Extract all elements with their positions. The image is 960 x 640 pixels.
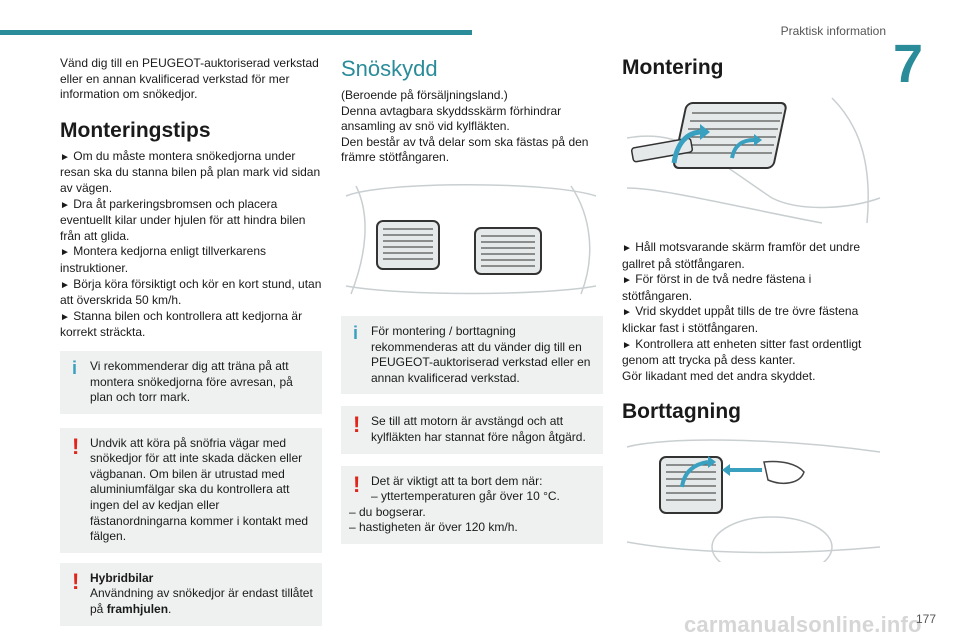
arrow-icon: ► (622, 275, 632, 287)
section-title: Praktisk information (780, 24, 886, 38)
list-item: ► Kontrollera att enheten sitter fast or… (622, 336, 862, 368)
header-accent-bar (0, 30, 472, 35)
paragraph: Den består av två delar som ska fästas p… (341, 134, 589, 165)
warning-icon: ! (72, 568, 80, 594)
warning-box: ! Se till att motorn är avstängd och att… (341, 406, 603, 454)
steps-list: ► Håll motsvarande skärm framför det und… (622, 240, 884, 384)
watermark: carmanualsonline.info (684, 612, 922, 637)
list-item: ► Börja köra försiktigt och kör en kort … (60, 276, 322, 308)
arrow-icon: ► (622, 243, 632, 254)
list-item: ► Vrid skyddet uppåt tills de tre övre f… (622, 304, 859, 335)
page-number: 177 (915, 612, 936, 626)
info-box: i För montering / borttagning rekommende… (341, 315, 603, 395)
list-item: – hastigheten är över 120 km/h. (349, 520, 518, 535)
warning-icon: ! (353, 471, 361, 497)
info-icon: i (72, 357, 78, 378)
arrow-icon: ► (60, 199, 70, 211)
arrow-icon: ► (60, 279, 70, 291)
warning-icon: ! (353, 412, 361, 438)
arrow-icon: ► (622, 339, 632, 351)
list-item: ► Om du måste montera snökedjorna under … (60, 148, 321, 195)
list-item: ► Montera kedjorna enligt tillverkarens … (60, 244, 267, 275)
list-item: – du bogserar. (349, 504, 426, 519)
paragraph: Denna avtagbara skyddsskärm förhindrar a… (341, 103, 562, 134)
column-right: Montering ► Håll motsvarande skärm framf… (622, 56, 884, 579)
mounting-tips-heading: Monteringstips (60, 118, 211, 142)
snow-guard-heading: Snöskydd (341, 56, 438, 81)
chapter-number: 7 (893, 34, 924, 94)
column-middle: Snöskydd (Beroende på försäljningsland.)… (341, 56, 603, 544)
list-item: ► För först in de två nedre fästena i st… (622, 272, 812, 303)
mounting-illustration (622, 88, 884, 228)
tips-list: ► Om du måste montera snökedjorna under … (60, 149, 322, 341)
list-item: ► Stanna bilen och kontrollera att kedjo… (60, 308, 303, 340)
arrow-icon: ► (60, 311, 70, 323)
info-box: i Vi rekommenderar dig att träna på att … (60, 350, 322, 414)
arrow-icon: ► (622, 307, 632, 319)
hybrid-warning-box: ! Hybridbilar Användning av snökedjor är… (60, 562, 322, 626)
removal-heading: Borttagning (622, 400, 741, 424)
list-item: – yttertemperaturen går över 10 °C. (371, 489, 560, 504)
removal-illustration (622, 432, 884, 579)
info-icon: i (353, 322, 359, 343)
paragraph: (Beroende på försäljningsland.) (341, 88, 508, 102)
arrow-icon: ► (60, 247, 70, 259)
list-item: ► Håll motsvarande skärm framför det und… (622, 240, 861, 271)
column-left: Vänd dig till en PEUGEOT-auktoriserad ve… (60, 56, 322, 626)
mounting-heading: Montering (622, 56, 724, 79)
list-item: ► Dra åt parkeringsbromsen och placera e… (60, 196, 306, 243)
arrow-icon: ► (60, 151, 70, 163)
paragraph: Gör likadant med det andra skyddet. (622, 368, 816, 383)
warning-box: ! Undvik att köra på snöfria vägar med s… (60, 427, 322, 553)
warning-icon: ! (72, 433, 80, 459)
warning-box: ! Det är viktigt att ta bort dem när: – … (341, 465, 603, 544)
snow-guard-illustration (341, 175, 603, 306)
intro-paragraph: Vänd dig till en PEUGEOT-auktoriserad ve… (60, 56, 319, 102)
